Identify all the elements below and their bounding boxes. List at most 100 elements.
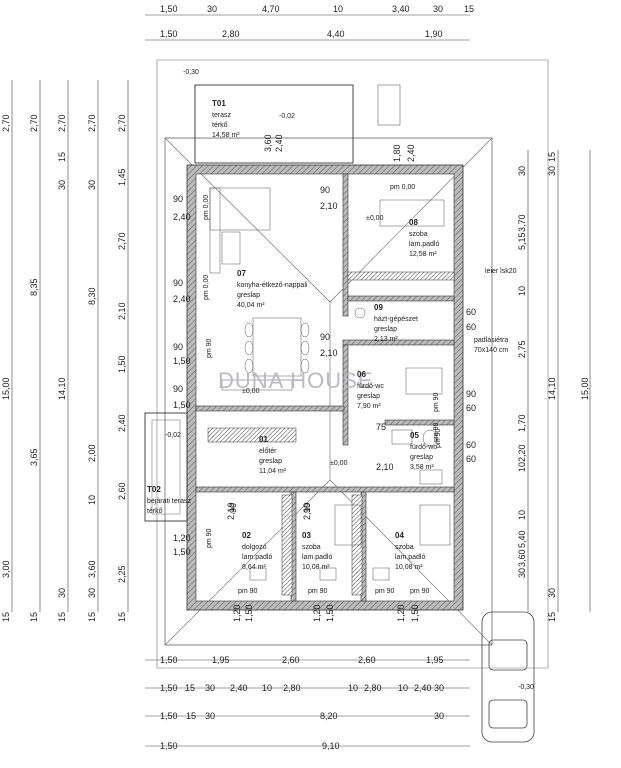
dim-right-label: 3,70 bbox=[517, 214, 527, 232]
room-T01-area: 14,58 m² bbox=[212, 132, 240, 139]
room-06-name: fürdő-wc bbox=[357, 383, 384, 390]
room-02-name: dolgozó bbox=[242, 544, 267, 551]
level-mark: ±0,00 bbox=[366, 215, 384, 222]
dim-right-label: 2,40 bbox=[406, 144, 416, 162]
room-09-area: 2,13 m² bbox=[374, 336, 398, 343]
dim-left-label: 3,65 bbox=[29, 448, 39, 466]
opening-label: 1,50 bbox=[410, 604, 420, 622]
dim-bottom-label: 9,10 bbox=[322, 741, 340, 751]
dim-left-label: 8,30 bbox=[87, 287, 97, 305]
pm-label: pm 90 bbox=[206, 528, 213, 548]
pm-label: pm 90 bbox=[238, 588, 258, 595]
opening-label: 90 bbox=[173, 384, 183, 394]
dim-right-label: 15 bbox=[547, 152, 557, 162]
dim-bottom-label: 10 bbox=[348, 683, 358, 693]
dim-left-label: 15,00 bbox=[1, 377, 11, 400]
dim-right-label: 30 bbox=[517, 568, 527, 578]
pm-label: pm 90 bbox=[433, 422, 440, 442]
opening-label: 2,10 bbox=[376, 462, 394, 472]
dim-left-label: 2,60 bbox=[117, 482, 127, 500]
dim-left-label: 30 bbox=[57, 588, 67, 598]
dim-bottom-label: 2,60 bbox=[358, 655, 376, 665]
dim-bottom-label: 30 bbox=[434, 683, 444, 693]
dim-bottom-label: 15 bbox=[185, 683, 195, 693]
dim-left-label: 30 bbox=[87, 588, 97, 598]
dim-bottom-label: 30 bbox=[205, 711, 215, 721]
dim-left-label: 2,70 bbox=[87, 114, 97, 132]
opening-label: 60 bbox=[466, 440, 476, 450]
room-01-name: előtér bbox=[259, 448, 277, 455]
dim-bottom-label: 15 bbox=[186, 711, 196, 721]
dim-left-label: 10 bbox=[87, 495, 97, 505]
room-08-name: szoba bbox=[409, 231, 428, 238]
dim-bottom-label: 1,95 bbox=[426, 655, 444, 665]
carport-outline bbox=[377, 84, 401, 126]
opening-label: 60 bbox=[466, 307, 476, 317]
opening-label: 1,20 bbox=[232, 604, 242, 622]
level-mark: -0,02 bbox=[165, 432, 181, 439]
dim-top-label: 1,50 bbox=[160, 4, 178, 14]
room-07-name: konyha-étkező-nappali bbox=[237, 282, 308, 289]
dim-bottom-label: 1,95 bbox=[212, 655, 230, 665]
opening-label: 1,50 bbox=[173, 547, 191, 557]
room-01-area: 11,04 m² bbox=[259, 468, 287, 475]
pm-label: pm 0,00 bbox=[203, 275, 210, 300]
dim-left-label: 15 bbox=[57, 612, 67, 622]
dim-left-label: 2,25 bbox=[117, 565, 127, 583]
room-09-name: házt-gépészet bbox=[374, 316, 418, 323]
pm-label: pm 90 bbox=[375, 588, 395, 595]
dim-left-label: 2,70 bbox=[1, 114, 11, 132]
opening-label: 75 bbox=[376, 422, 386, 432]
dim-bottom-label: 30 bbox=[205, 683, 215, 693]
dim-bottom-label: 2,80 bbox=[283, 683, 301, 693]
wardrobe-01 bbox=[207, 427, 297, 443]
opening-label: 2,19 bbox=[226, 502, 236, 520]
room-04-number: 04 bbox=[395, 531, 404, 540]
note-padlas-1: padlásiétra bbox=[474, 337, 508, 344]
room-02-floor: lam.padló bbox=[242, 554, 272, 561]
opening-label: 1,50 bbox=[173, 400, 191, 410]
dim-top-label: 1,90 bbox=[425, 29, 443, 39]
opening-label: 90 bbox=[173, 278, 183, 288]
dim-left-label: 8,35 bbox=[29, 278, 39, 296]
dim-top-label: 10 bbox=[333, 4, 343, 14]
pm-label: pm 90 bbox=[433, 392, 440, 412]
dim-left-label: 3,60 bbox=[87, 560, 97, 578]
opening-label: 1,20 bbox=[312, 604, 322, 622]
room-07-floor: greslap bbox=[237, 292, 260, 299]
plot-boundary bbox=[156, 59, 549, 669]
dim-right-label: 2,20 bbox=[517, 444, 527, 462]
dim-right-label: 10 bbox=[517, 286, 527, 296]
dim-left-label: 30 bbox=[87, 180, 97, 190]
room-07-area: 40,04 m² bbox=[237, 302, 265, 309]
dim-right-label: 10 bbox=[517, 462, 527, 472]
dim-bottom-label: 30 bbox=[434, 711, 444, 721]
dim-left-label: 15 bbox=[117, 612, 127, 622]
dim-top-label: 3,40 bbox=[392, 4, 410, 14]
dim-bottom-label: 1,50 bbox=[160, 655, 178, 665]
dim-bottom-label: 8,20 bbox=[320, 711, 338, 721]
room-04-floor: lam.padló bbox=[395, 554, 425, 561]
room-T01-name: terasz bbox=[212, 112, 232, 119]
dim-left-label: 15 bbox=[29, 612, 39, 622]
dim-right-label: 10 bbox=[517, 510, 527, 520]
room-05-name: fürdő-wc bbox=[410, 444, 437, 451]
pm-label: pm 0,00 bbox=[203, 195, 210, 220]
room-02-number: 02 bbox=[242, 531, 251, 540]
room-05-number: 05 bbox=[410, 431, 419, 440]
dim-right-label: 14,10 bbox=[547, 377, 557, 400]
room-T01-number: T01 bbox=[212, 99, 226, 108]
dim-left-label: 2,70 bbox=[57, 114, 67, 132]
opening-label: 2,10 bbox=[320, 348, 338, 358]
dim-left-label: 15 bbox=[87, 612, 97, 622]
dim-right-label: 15,00 bbox=[580, 377, 590, 400]
outer-walls bbox=[186, 164, 464, 611]
dim-left-label: 14,10 bbox=[57, 377, 67, 400]
dim-bottom-label: 1,50 bbox=[160, 683, 178, 693]
level-mark: -0,30 bbox=[183, 69, 199, 76]
room-07-number: 07 bbox=[237, 269, 246, 278]
dim-top-label: 1,50 bbox=[160, 29, 178, 39]
dim-bottom-label: 10 bbox=[398, 683, 408, 693]
room-08-number: 08 bbox=[409, 218, 418, 227]
